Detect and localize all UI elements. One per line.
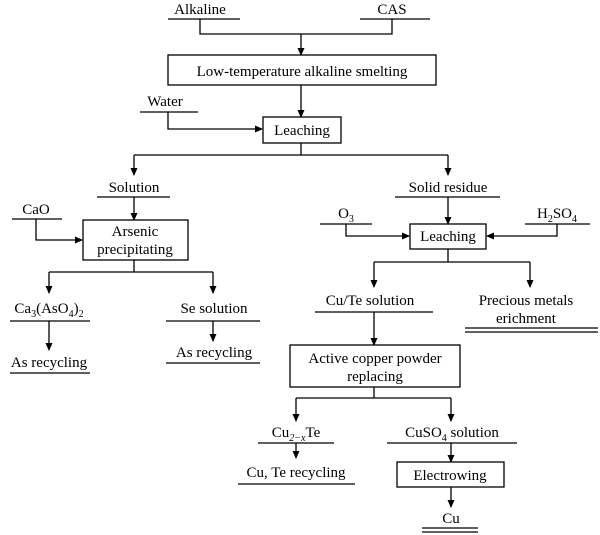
as-recycling-1-label: As recycling [11,355,88,371]
arrow-h2so4-to-leaching2 [486,224,558,240]
leaching2-label: Leaching [420,229,476,245]
alkaline-label: Alkaline [174,2,226,18]
arsenic-label-line2: precipitating [97,242,173,258]
cu2xte-label: Cu2−xTe [272,425,321,444]
smelting-box [167,54,437,86]
cas-label: CAS [377,2,406,18]
electrowing-box [396,461,505,488]
cuso4-solution-label: CuSO4 solution [405,425,499,444]
precious-metals-line1: Precious metals [479,293,574,309]
leaching1-box [262,116,342,144]
arrow-cao-to-arsenic [35,219,83,244]
replacing-label-line1: Active copper powder [308,351,441,367]
smelting-label: Low-temperature alkaline smelting [197,64,408,80]
h2so4-label: H2SO4 [537,206,577,225]
solution-label: Solution [109,180,160,196]
se-solution-label: Se solution [180,301,248,317]
cao-label: CaO [22,202,50,218]
o3-label: O3 [338,206,354,225]
cu-product-label: Cu [442,511,460,527]
leaching2-box [409,223,487,250]
cute-solution-label: Cu/Te solution [326,293,415,309]
replacing-label-line2: replacing [347,369,403,385]
arsenic-label-line1: Arsenic [112,224,159,240]
arrow-o3-to-leaching2 [345,224,410,240]
solid-residue-label: Solid residue [409,180,488,196]
precious-metals-line2: erichment [496,311,557,327]
leaching1-label: Leaching [274,123,330,139]
as-recycling-2-label: As recycling [176,345,253,361]
water-label: Water [147,94,182,110]
replacing-box [289,344,461,388]
arrow-water-to-leaching1 [167,112,263,133]
arsenic-box [82,219,189,261]
inputs-merge-connector [199,19,393,35]
cu-te-recycling-label: Cu, Te recycling [246,465,346,481]
electrowing-label: Electrowing [413,468,487,484]
ca3aso42-label: Ca3(AsO4)2 [14,301,83,320]
